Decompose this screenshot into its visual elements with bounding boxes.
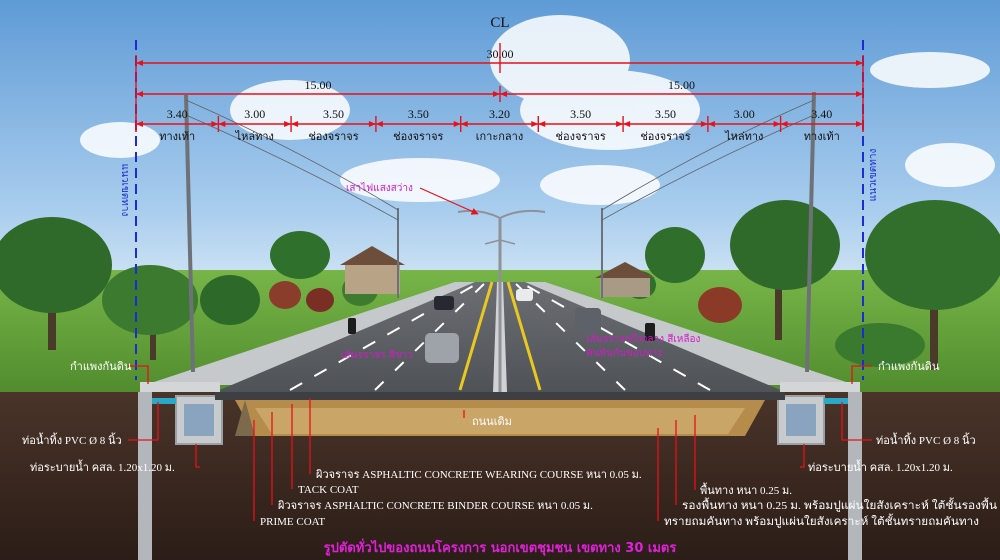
dim-segment-width-8: 3.40 — [811, 107, 832, 121]
dim-segment-label-1: ไหล่ทาง — [235, 130, 274, 143]
dim-segment-1-arrow-end — [284, 121, 292, 127]
boundary-label-left: แนวเขตทาง — [119, 164, 130, 217]
dim-half-right-arrow-end — [856, 91, 863, 97]
clouds — [80, 15, 995, 205]
dim-segment-label-3: ช่องจราจร — [393, 130, 443, 143]
dim-segment-width-6: 3.50 — [655, 107, 676, 121]
dim-half-left-arrow-end — [493, 91, 500, 97]
base-course-label: พื้นทาง หนา 0.25 ม. — [700, 482, 792, 497]
dim-half-left-arrow-start — [136, 91, 143, 97]
light-poles — [184, 91, 816, 392]
light-pole-label: เสาไฟแสงสว่าง — [346, 182, 413, 194]
dim-segment-width-3: 3.50 — [408, 107, 429, 121]
dim-segment-label-7: ไหล่ทาง — [724, 130, 763, 143]
dim-segment-7-arrow-start — [707, 121, 715, 127]
dimension-lines: 30.00 15.00 15.00 3.40 ทางเท้า 3.00 ไหล่ทาง 3.5… — [135, 43, 864, 143]
dim-segment-width-1: 3.00 — [244, 107, 265, 121]
dim-segment-1-arrow-start — [218, 121, 226, 127]
dim-segment-label-0: ทางเท้า — [159, 130, 195, 143]
retaining-walls — [138, 382, 862, 560]
dim-segment-width-4: 3.20 — [489, 107, 510, 121]
dim-total-label: 30.00 — [487, 47, 514, 61]
tack-coat-label: TACK COAT — [298, 484, 359, 496]
dim-segment-4-arrow-start — [460, 121, 468, 127]
subbase-label: รองพื้นทาง หนา 0.25 ม. พร้อมปูแผ่นใยสังเ… — [682, 497, 998, 512]
dim-total-arrow-start — [136, 60, 143, 66]
house-left — [340, 246, 405, 294]
house-right — [595, 262, 655, 297]
boundary-label-right: แนวเขตทาง — [868, 149, 879, 202]
pipe-right-label: ท่อน้ำทิ้ง PVC Ø 8 นิ้ว — [876, 432, 976, 447]
dim-segment-8-arrow-end — [856, 121, 863, 127]
retaining-wall-left-label: กำแพงกันดิน — [70, 361, 132, 373]
dim-segment-2-arrow-end — [368, 121, 376, 127]
curb-label: คันหินกันขอบทาง — [586, 348, 662, 359]
dim-segment-6-arrow-end — [700, 121, 708, 127]
dim-half-right-arrow-start — [500, 91, 507, 97]
subgrade-label: ทรายถมคันทาง พร้อมปูแผ่นใยสังเคราะห์ ใต้… — [664, 513, 979, 528]
dim-segment-label-5: ช่องจราจร — [556, 130, 606, 143]
dim-segment-8-arrow-start — [780, 121, 788, 127]
prime-coat-label: PRIME COAT — [260, 516, 325, 528]
drain-left-label: ท่อระบายน้ำ คสล. 1.20x1.20 ม. — [30, 459, 175, 474]
centerline-symbol: CL — [490, 15, 509, 31]
dim-segment-width-2: 3.50 — [323, 107, 344, 121]
dim-segment-width-0: 3.40 — [167, 107, 188, 121]
dim-segment-5-arrow-start — [538, 121, 546, 127]
dim-total-arrow-end — [856, 60, 863, 66]
dim-half-right-label: 15.00 — [668, 78, 695, 92]
existing-road-label: ถนนเดิม — [472, 416, 512, 428]
dim-segment-label-2: ช่องจราจร — [308, 130, 358, 143]
figure-caption: รูปตัดทั่วไปของถนนโครงการ นอกเขตชุมชน เข… — [324, 538, 677, 556]
trees-right — [624, 200, 1000, 370]
dim-segment-3-arrow-start — [375, 121, 383, 127]
retaining-wall-right-label: กำแพงกันดิน — [878, 361, 940, 373]
pavement-layers — [215, 392, 785, 436]
dim-segment-width-5: 3.50 — [570, 107, 591, 121]
dim-segment-0-arrow-end — [211, 121, 219, 127]
dim-segment-label-8: ทางเท้า — [804, 130, 840, 143]
binder-course-label: ผิวจราจร ASPHALTIC CONCRETE BINDER COURS… — [277, 500, 593, 512]
dim-segment-7-arrow-end — [773, 121, 781, 127]
dim-segment-label-4: เกาะกลาง — [476, 130, 523, 143]
lane-marking-center-label: เส้นจราจรกึ่งกลาง สีเหลือง — [586, 331, 700, 345]
wearing-course-label: ผิวจราจร ASPHALTIC CONCRETE WEARING COUR… — [315, 469, 641, 481]
dim-half-left-label: 15.00 — [305, 78, 332, 92]
dim-segment-6-arrow-start — [623, 121, 631, 127]
dim-segment-width-7: 3.00 — [734, 107, 755, 121]
dim-segment-label-6: ช่องจราจร — [640, 130, 690, 143]
drain-right-label: ท่อระบายน้ำ คสล. 1.20x1.20 ม. — [808, 459, 953, 474]
dim-segment-3-arrow-end — [453, 121, 461, 127]
pipe-left-label: ท่อน้ำทิ้ง PVC Ø 8 นิ้ว — [22, 432, 122, 447]
light-pole-leader — [419, 187, 479, 215]
annotation-leaders — [128, 365, 872, 521]
dim-segment-0-arrow-start — [136, 121, 143, 127]
dim-segment-4-arrow-end — [531, 121, 539, 127]
lane-marking-left-label: เส้นจราจร สีขาว — [341, 349, 413, 361]
dim-segment-2-arrow-start — [291, 121, 299, 127]
dim-segment-5-arrow-end — [616, 121, 624, 127]
